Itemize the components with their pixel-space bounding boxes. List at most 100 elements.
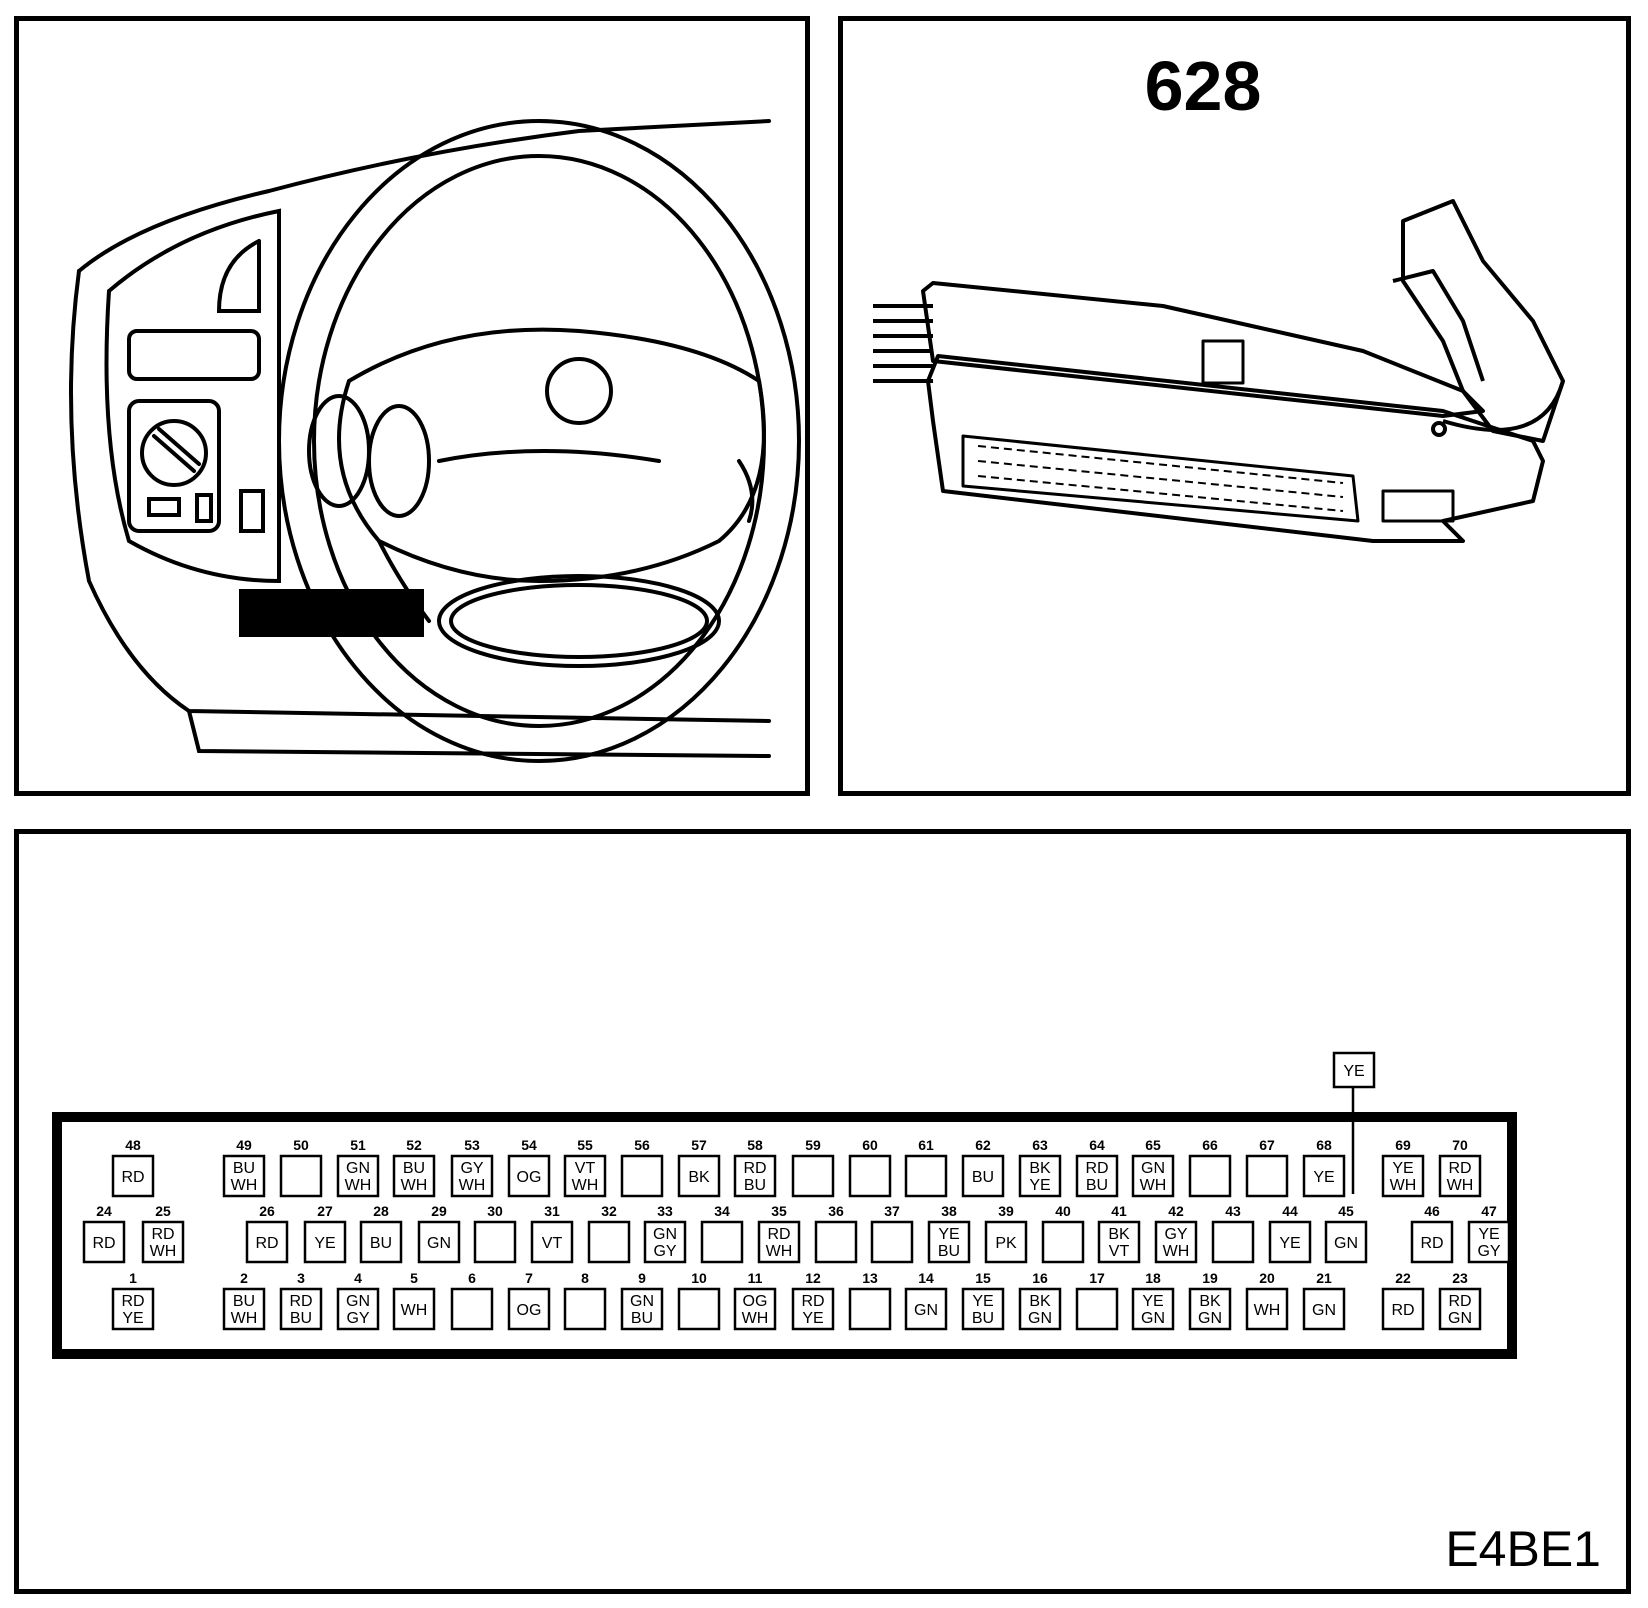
pin-box: [587, 1220, 631, 1264]
pin-number: 9: [638, 1270, 646, 1286]
pin-number: 47: [1481, 1203, 1497, 1219]
wire-color: BU: [370, 1235, 392, 1252]
wire-color: RD: [289, 1293, 312, 1310]
pin-box: [392, 1287, 436, 1331]
wire-color: BK: [1108, 1226, 1130, 1243]
pin-box: [984, 1220, 1028, 1264]
pin-box: [473, 1220, 517, 1264]
wire-color: YE: [314, 1235, 335, 1252]
pin-number: 45: [1338, 1203, 1354, 1219]
pin-67: 67: [1245, 1137, 1289, 1198]
wire-color: WH: [1163, 1243, 1190, 1260]
pin-box: [563, 1154, 607, 1198]
pin-box: [222, 1154, 266, 1198]
wire-color: YE: [1279, 1235, 1300, 1252]
pin-box: [1211, 1220, 1255, 1264]
pin-37: 37: [870, 1203, 914, 1264]
pin-box: [870, 1220, 914, 1264]
wire-color: GN: [1312, 1302, 1336, 1319]
pin-box: [643, 1220, 687, 1264]
pin-box: [245, 1220, 289, 1264]
wire-color: BU: [972, 1310, 994, 1327]
pin-number: 29: [431, 1203, 447, 1219]
wire-color: GY: [653, 1243, 676, 1260]
pin-box: [1131, 1287, 1175, 1331]
pin-box: [961, 1154, 1005, 1198]
pin-box: [1302, 1154, 1346, 1198]
connector-panel: 628: [838, 16, 1631, 796]
pin-box: [563, 1287, 607, 1331]
wire-color: GN: [427, 1235, 451, 1252]
wire-color: GY: [1164, 1226, 1187, 1243]
pin-number: 56: [634, 1137, 650, 1153]
wire-color: GN: [346, 1293, 370, 1310]
wire-color: WH: [459, 1177, 486, 1194]
pin-number: 50: [293, 1137, 309, 1153]
pin-number: 34: [714, 1203, 730, 1219]
pin-10: 10: [677, 1270, 721, 1331]
wire-color: GN: [1448, 1310, 1472, 1327]
pin-number: 18: [1145, 1270, 1161, 1286]
pin-number: 70: [1452, 1137, 1468, 1153]
wire-color: BK: [688, 1169, 710, 1186]
pin-number: 27: [317, 1203, 333, 1219]
pin-box: [1302, 1287, 1346, 1331]
pin-6: 6: [450, 1270, 494, 1331]
pin-number: 6: [468, 1270, 476, 1286]
pin-number: 53: [464, 1137, 480, 1153]
wire-color: WH: [401, 1302, 428, 1319]
wire-color: YE: [1478, 1226, 1499, 1243]
pin-box: [279, 1287, 323, 1331]
pin-box: [1131, 1154, 1175, 1198]
pin-box: [700, 1220, 744, 1264]
pin-number: 61: [918, 1137, 934, 1153]
wire-color: GN: [653, 1226, 677, 1243]
pin-box: [1075, 1154, 1119, 1198]
pin-number: 57: [691, 1137, 707, 1153]
wire-color: YE: [122, 1310, 143, 1327]
pin-number: 5: [410, 1270, 418, 1286]
pin-number: 12: [805, 1270, 821, 1286]
dashboard-illustration: [69, 119, 801, 763]
pin-number: 68: [1316, 1137, 1332, 1153]
pin-number: 39: [998, 1203, 1014, 1219]
pin-number: 21: [1316, 1270, 1332, 1286]
wire-color: RD: [255, 1235, 278, 1252]
pin-box: [791, 1287, 835, 1331]
pin-box: [303, 1220, 347, 1264]
pin-box: [1324, 1220, 1368, 1264]
wire-color: BK: [1199, 1293, 1221, 1310]
wire-color: PK: [995, 1235, 1017, 1252]
wire-color: WH: [742, 1310, 769, 1327]
pin-66: 66: [1188, 1137, 1232, 1198]
pin-box: [1188, 1287, 1232, 1331]
wire-color: YE: [1142, 1293, 1163, 1310]
wire-color: WH: [345, 1177, 372, 1194]
wire-color: WH: [150, 1243, 177, 1260]
pin-box: [1018, 1287, 1062, 1331]
wire-color: WH: [1447, 1177, 1474, 1194]
pin-box: [677, 1154, 721, 1198]
wire-color: BU: [1086, 1177, 1108, 1194]
wire-color: OG: [743, 1293, 768, 1310]
pin-box: [392, 1154, 436, 1198]
pin-box: [848, 1154, 892, 1198]
pin-number: 60: [862, 1137, 878, 1153]
wire-color: WH: [1140, 1177, 1167, 1194]
pin-box: [1075, 1287, 1119, 1331]
pin-number: 48: [125, 1137, 141, 1153]
pin-box: [336, 1154, 380, 1198]
